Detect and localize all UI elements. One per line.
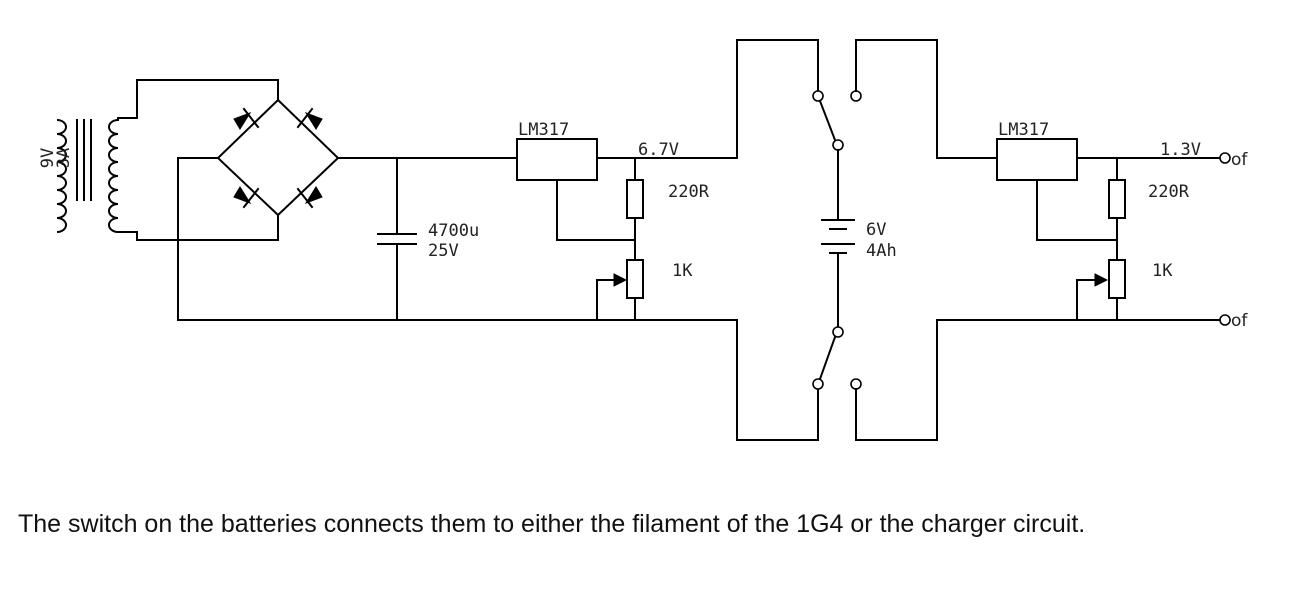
wire (596, 39, 819, 159)
switch-pivot (832, 326, 844, 338)
diode (233, 186, 252, 204)
ground-rail-left (177, 319, 819, 441)
regulator-right-part-label: LM317 (998, 120, 1049, 140)
regulator-left-part-label: LM317 (518, 120, 569, 140)
switch-terminal (850, 378, 862, 390)
transformer-primary-winding (56, 119, 67, 233)
wire (117, 79, 279, 121)
bridge-outline (216, 98, 340, 217)
wiper-wire (1076, 279, 1096, 321)
resistor-220r-left (626, 179, 644, 219)
switch-blade (818, 335, 837, 381)
output-terminal (1219, 152, 1231, 164)
resistor-right-label: 220R (1148, 182, 1190, 202)
circuit-schematic: 9V 3A 4700u 25V LM317 6.7V 220R (38, 39, 1248, 441)
ground-terminal (1219, 314, 1231, 326)
battery-capacity-label: 4Ah (866, 241, 897, 261)
resistor-left-label: 220R (668, 182, 710, 202)
battery-voltage-label: 6V (866, 220, 886, 240)
regulator-right-output-label: 1.3V (1160, 140, 1201, 160)
bridge-rectifier (177, 98, 340, 321)
switch-blade (818, 99, 837, 142)
capacitor-rating-label: 25V (428, 241, 459, 261)
smoothing-capacitor: 4700u 25V (337, 157, 518, 321)
lm317-regulator-left (516, 138, 598, 181)
switch-terminal (850, 90, 862, 102)
diode-bar (296, 107, 314, 129)
wire (556, 179, 636, 241)
regulator-left-output-label: 6.7V (638, 140, 679, 160)
wire (1036, 179, 1118, 241)
diode (304, 186, 323, 204)
diode-bar (242, 107, 260, 129)
transformer-secondary-winding (108, 119, 119, 233)
wiper-wire (596, 279, 615, 321)
wire (855, 319, 938, 441)
potentiometer-1k-right (1108, 259, 1126, 299)
transformer-current-label: 3A (54, 148, 74, 168)
filament-regulator: LM317 1.3V of 220R 1K of (936, 120, 1248, 331)
switch-terminal (812, 90, 824, 102)
lm317-regulator-right (996, 138, 1078, 181)
pot-left-label: 1K (672, 261, 693, 281)
diode (233, 112, 252, 130)
capacitor-value-label: 4700u (428, 221, 479, 241)
pot-right-label: 1K (1152, 261, 1173, 281)
wire (117, 214, 279, 241)
wire (855, 39, 938, 159)
diode-bar (242, 187, 260, 209)
wiper-arrow (613, 273, 628, 287)
charger-regulator: LM317 6.7V 220R 1K (177, 39, 819, 441)
ground-terminal-label: of (1231, 311, 1248, 331)
potentiometer-1k-left (626, 259, 644, 299)
output-terminal-label: of (1231, 150, 1248, 170)
diode-bar (296, 187, 314, 209)
wiper-arrow (1094, 273, 1109, 287)
transformer: 9V 3A (38, 79, 279, 241)
switch-pivot (832, 139, 844, 151)
caption-text: The switch on the batteries connects the… (18, 510, 1086, 538)
transformer-voltage-label: 9V (38, 148, 58, 168)
diode (304, 112, 323, 130)
switch-terminal (812, 378, 824, 390)
wire (177, 157, 219, 321)
resistor-220r-right (1108, 179, 1126, 219)
battery-switch-assembly: 6V 4Ah (812, 39, 938, 441)
